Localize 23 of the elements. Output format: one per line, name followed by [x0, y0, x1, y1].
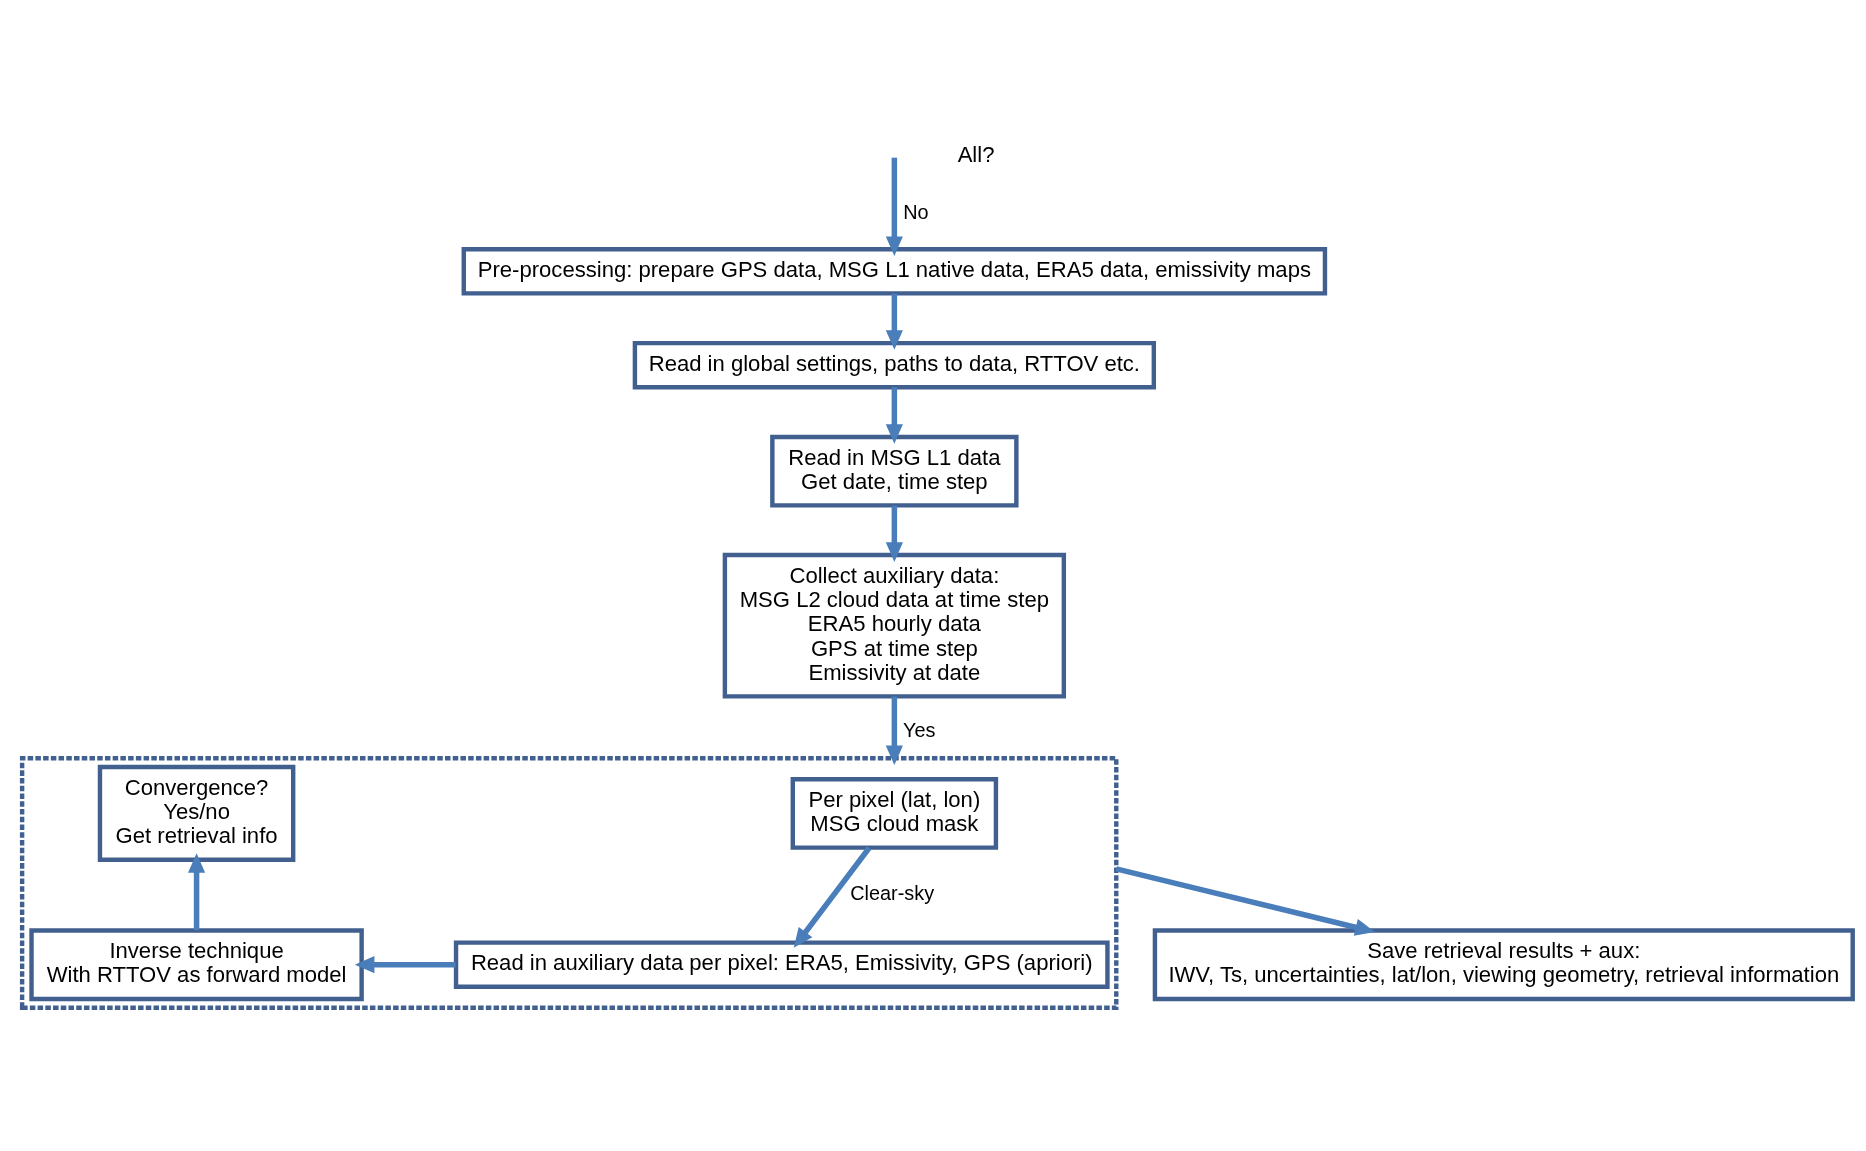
node-box: Per pixel (lat, lon) MSG cloud mask [790, 777, 999, 850]
node-box: Save retrieval results + aux: IWV, Ts, uncertainties, lat/lon, viewing geometry, retrieval information [1152, 928, 1855, 1002]
cluster [19, 756, 1119, 1010]
arrow [885, 505, 903, 562]
arrow [885, 293, 903, 350]
arrow [885, 157, 903, 256]
arrow [354, 956, 456, 974]
node-box: Read in MSG L1 data Get date, time step [770, 434, 1019, 508]
label: All? [957, 142, 995, 168]
edge-label: Yes [903, 718, 936, 741]
node-box: Pre-processing: prepare GPS data, MSG L1 native data, ERA5 data, emissivity maps [461, 247, 1328, 296]
arrow [793, 846, 872, 948]
arrow [885, 387, 903, 444]
node-box: Convergence? Yes/no Get retrieval info [97, 764, 296, 862]
arrow [188, 853, 206, 931]
node-box: Inverse technique With RTTOV as forward model [29, 928, 364, 1002]
edge-label: No [903, 200, 929, 223]
node-box: Collect auxiliary data: MSG L2 cloud data at time step ERA5 hourly data GPS at time step Emissivity at date [722, 552, 1067, 699]
arrow [1115, 866, 1375, 936]
edge-label: Clear-sky [850, 881, 935, 904]
node-box: Read in global settings, paths to data, RTTOV etc. [632, 340, 1157, 390]
arrow [885, 696, 903, 766]
node-box: Read in auxiliary data per pixel: ERA5, Emissivity, GPS (apriori) [453, 940, 1110, 989]
